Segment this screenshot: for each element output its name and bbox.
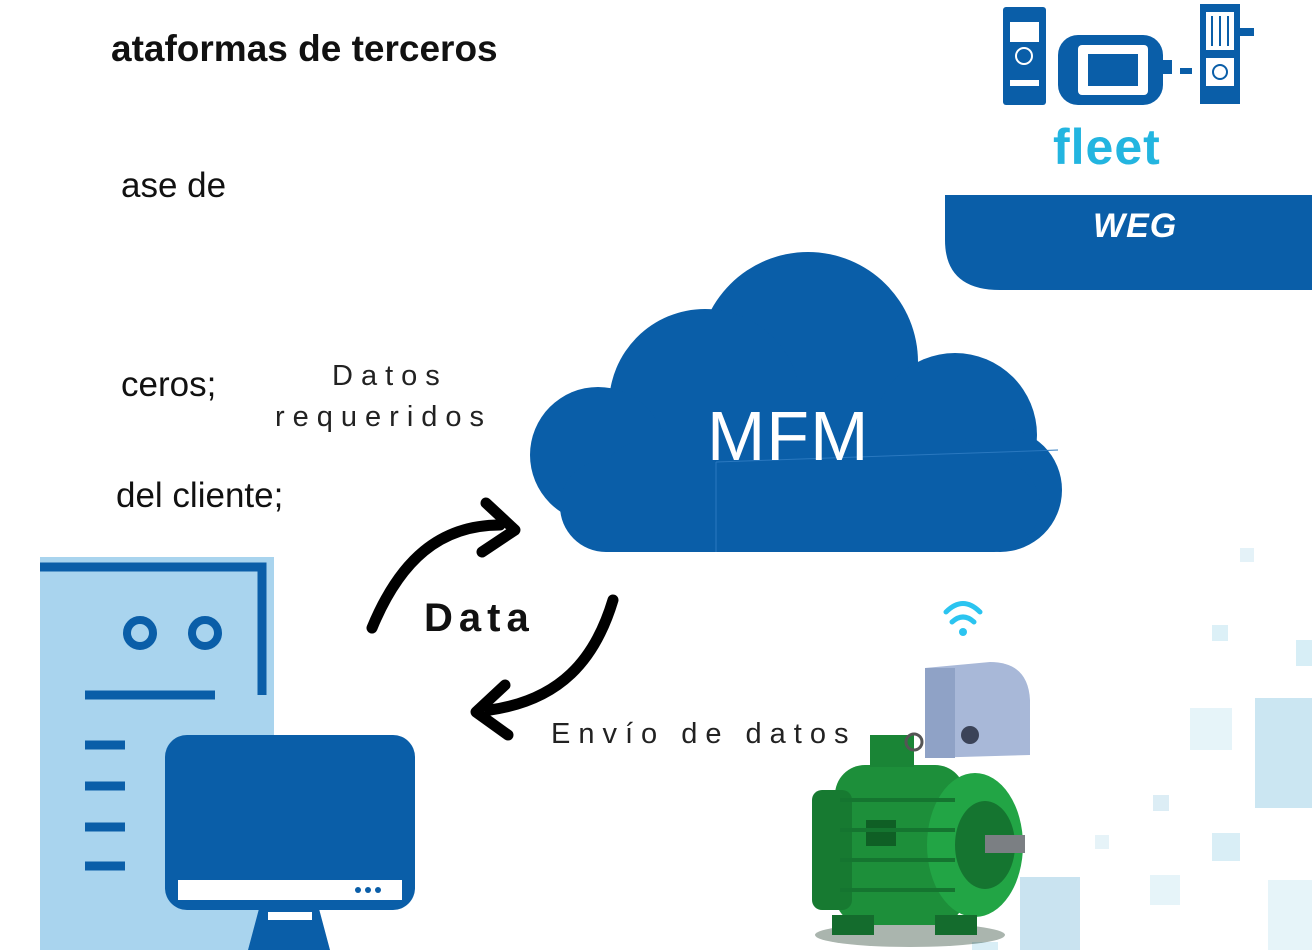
cloud-label: MFM [707,397,870,475]
data-label: Data [424,596,535,640]
slide-title: ataformas de terceros [111,28,498,69]
bullet-text-3: del cliente; [116,476,284,515]
bullet-text-2: ceros; [121,365,217,404]
fleet-logo-text: fleet [1053,119,1161,175]
bullet-text-1: ase de [121,166,227,205]
sending-data-label: Envío de datos [551,718,857,750]
weg-logo: WEG [1093,207,1178,245]
wifi-icon [943,601,983,636]
requested-data-label-line2: requeridos [275,401,493,433]
sensor-icon [925,662,1030,758]
requested-data-label-line1: Datos [332,360,448,392]
motor-body [812,732,1025,935]
